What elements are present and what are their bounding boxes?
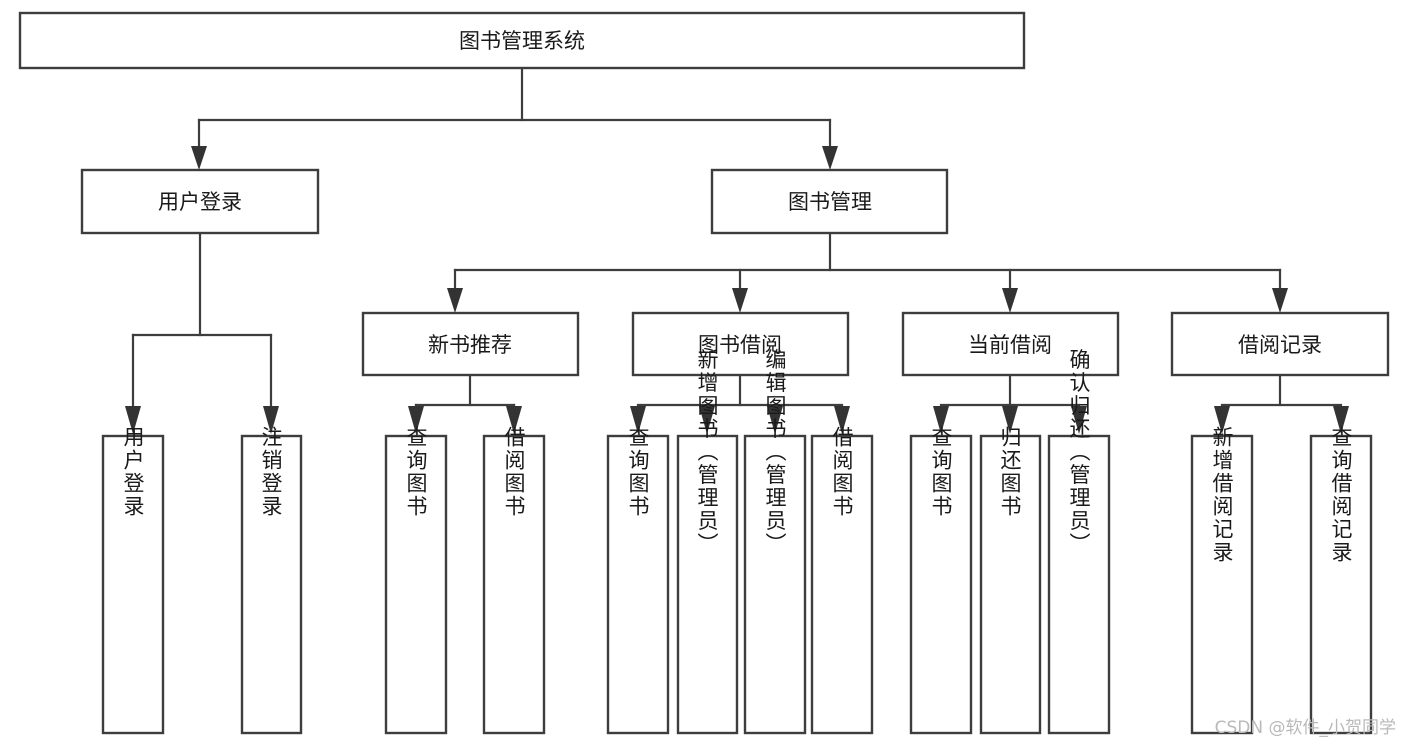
leaf-user-login-box[interactable] [101, 434, 165, 735]
node-book-borrow-label: 图书借阅 [698, 333, 782, 357]
leaf-user-login[interactable]: 用户登录 [101, 426, 165, 735]
node-new-book-recommend[interactable]: 新书推荐 [361, 311, 580, 377]
leaf-bw-edit-book-label: 编辑图书（管理员） [763, 349, 787, 556]
node-book-manage-label: 图书管理 [788, 190, 872, 214]
leaf-rec-add-record-label: 新增借阅记录 [1210, 426, 1234, 564]
arrow-head-bw-edit [767, 406, 783, 434]
leaf-rec-query-record-box[interactable] [1309, 434, 1373, 735]
arrow-head-leaf-logout [263, 406, 279, 434]
leaf-logout-box[interactable] [240, 434, 303, 735]
leaf-nb-query-book-label: 查询图书 [404, 426, 428, 518]
node-borrow-record-box[interactable] [1170, 311, 1390, 377]
node-root-box[interactable] [18, 11, 1026, 70]
node-borrow-record[interactable]: 借阅记录 [1170, 311, 1390, 377]
node-book-manage-box[interactable] [710, 168, 949, 235]
leaf-cur-return-book[interactable]: 归还图书 [979, 426, 1042, 735]
leaf-bw-borrow-book-box[interactable] [810, 434, 874, 735]
node-current-borrow[interactable]: 当前借阅 [901, 311, 1120, 377]
arrow-head-user-login [191, 146, 207, 170]
arrow-head-cur-return [1002, 406, 1018, 434]
node-new-book-recommend-box[interactable] [361, 311, 580, 377]
node-root-label: 图书管理系统 [459, 29, 585, 53]
leaf-cur-confirm-return[interactable]: 确认归还（管理员） [1047, 349, 1111, 735]
node-user-login[interactable]: 用户登录 [80, 168, 320, 235]
leaf-rec-query-record[interactable]: 查询借阅记录 [1309, 426, 1373, 735]
arrow-head-book-manage [822, 146, 838, 170]
arrow-head-rec-add [1214, 406, 1230, 434]
node-book-borrow-box[interactable] [631, 311, 850, 377]
leaf-logout-label: 注销登录 [259, 426, 283, 518]
leaf-bw-edit-book-box[interactable] [743, 434, 807, 735]
arrow-head-current [1002, 288, 1018, 313]
arrow-head-nb-query [408, 406, 424, 434]
node-borrow-record-label: 借阅记录 [1238, 333, 1322, 357]
leaf-logout[interactable]: 注销登录 [240, 426, 303, 735]
connector-layer [125, 66, 1349, 434]
node-new-book-recommend-label: 新书推荐 [428, 333, 512, 357]
leaf-bw-query-book-label: 查询图书 [626, 426, 650, 518]
node-book-manage[interactable]: 图书管理 [710, 168, 949, 235]
leaf-bw-query-book-box[interactable] [606, 434, 670, 735]
leaf-rec-query-record-label: 查询借阅记录 [1329, 426, 1353, 564]
arrow-head-new-book [447, 288, 463, 313]
leaf-bw-add-book[interactable]: 新增图书（管理员） [676, 349, 739, 735]
arrow-head-cur-confirm [1071, 406, 1087, 434]
leaf-bw-query-book[interactable]: 查询图书 [606, 426, 670, 735]
leaf-bw-add-book-box[interactable] [676, 434, 739, 735]
leaf-cur-return-book-label: 归还图书 [998, 426, 1022, 518]
leaf-nb-borrow-book-box[interactable] [482, 434, 546, 735]
arrow-head-bw-borrow [834, 406, 850, 434]
arrow-head-cur-query [933, 406, 949, 434]
node-current-borrow-box[interactable] [901, 311, 1120, 377]
leaf-bw-borrow-book[interactable]: 借阅图书 [810, 426, 874, 735]
arrow-head-bw-add [699, 406, 715, 434]
arrow-head-borrow [732, 288, 748, 313]
node-user-login-box[interactable] [80, 168, 320, 235]
leaf-bw-borrow-book-label: 借阅图书 [830, 426, 854, 518]
leaf-nb-borrow-book[interactable]: 借阅图书 [482, 426, 546, 735]
leaf-cur-confirm-return-box[interactable] [1047, 434, 1111, 735]
leaf-cur-query-book-label: 查询图书 [929, 426, 953, 518]
leaf-cur-query-book-box[interactable] [909, 434, 973, 735]
leaf-nb-query-book-box[interactable] [384, 434, 448, 735]
leaf-cur-return-book-box[interactable] [979, 434, 1042, 735]
arrow-head-rec-query [1333, 406, 1349, 434]
arrow-head-bw-query [630, 406, 646, 434]
leaf-bw-add-book-label: 新增图书（管理员） [695, 349, 719, 556]
node-current-borrow-label: 当前借阅 [968, 333, 1052, 357]
arrow-head-nb-borrow [506, 406, 522, 434]
leaf-nb-query-book[interactable]: 查询图书 [384, 426, 448, 735]
leaf-nb-borrow-book-label: 借阅图书 [502, 426, 526, 518]
leaf-rec-add-record-box[interactable] [1190, 434, 1254, 735]
leaf-cur-query-book[interactable]: 查询图书 [909, 426, 973, 735]
node-user-login-label: 用户登录 [158, 190, 242, 214]
csdn-watermark: CSDN @软件_小贺同学 [1215, 718, 1396, 738]
leaf-cur-confirm-return-label: 确认归还（管理员） [1067, 349, 1091, 556]
leaf-bw-edit-book[interactable]: 编辑图书（管理员） [743, 349, 807, 735]
node-root[interactable]: 图书管理系统 [18, 11, 1026, 70]
leaf-rec-add-record[interactable]: 新增借阅记录 [1190, 426, 1254, 735]
arrow-head-record [1272, 288, 1288, 313]
node-book-borrow[interactable]: 图书借阅 [631, 311, 850, 377]
leaf-user-login-label: 用户登录 [121, 426, 145, 518]
arrow-head-leaf-user-login [125, 406, 141, 434]
